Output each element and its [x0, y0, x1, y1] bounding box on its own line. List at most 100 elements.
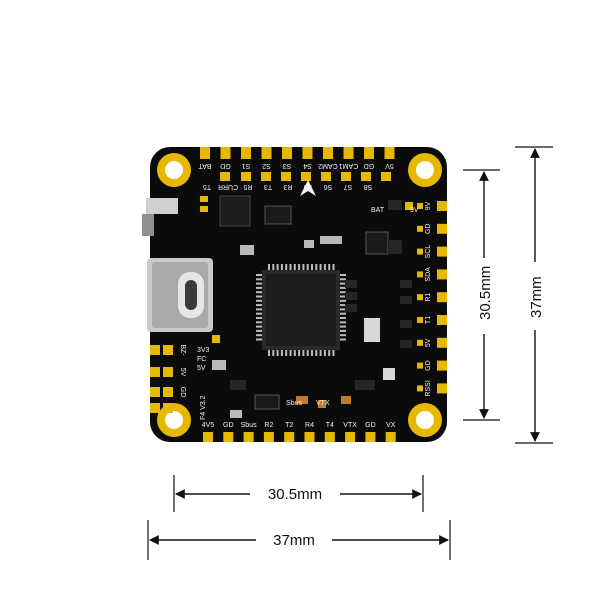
solder-pad	[417, 271, 423, 278]
bottom-pad-label: GD	[365, 422, 376, 429]
solder-pad	[200, 147, 210, 159]
top-pad-label: CAM2	[318, 162, 338, 169]
right-pad-label: SCL	[425, 245, 432, 259]
mounting-hole-top-right	[408, 153, 442, 187]
vertical-total-dimension: 37mm	[528, 276, 545, 318]
mounting-hole-top-left	[157, 153, 191, 187]
solder-pad	[437, 269, 447, 280]
solder-pad	[417, 248, 423, 255]
solder-pad	[437, 246, 447, 257]
second-pad-label: T5	[203, 183, 211, 190]
bottom-pad-label: VTX	[343, 422, 357, 429]
solder-pad	[437, 292, 447, 303]
solder-pad	[220, 147, 231, 159]
second-pad-label: R3	[283, 183, 292, 190]
left-small-label: 3V3	[197, 347, 210, 354]
left-pad-label: GD	[179, 387, 186, 398]
solder-pad	[150, 345, 160, 355]
solder-pad	[417, 203, 423, 209]
solder-pad	[263, 432, 274, 442]
solder-pad	[241, 172, 251, 181]
vtx-label: VTX	[316, 400, 330, 407]
solder-pad	[324, 432, 335, 442]
bat-9v-label: 9V	[410, 207, 419, 214]
top-pad-label: 5V	[385, 162, 394, 169]
solder-pad	[417, 339, 423, 346]
solder-pad	[261, 147, 272, 159]
sbus-label: Sbus	[286, 400, 302, 407]
solder-pad	[417, 225, 423, 232]
top-pad-label: BAT	[198, 162, 212, 169]
top-pad-label: S3	[283, 162, 292, 169]
side-button	[142, 214, 154, 236]
solder-pad	[437, 201, 447, 211]
left-small-label: 5V	[197, 365, 206, 372]
solder-pad	[385, 432, 396, 442]
left-pad-column: BZ- 5V GD	[150, 344, 186, 413]
solder-pad	[417, 385, 423, 392]
solder-pad	[150, 403, 160, 413]
bat-label: BAT	[371, 207, 385, 214]
solder-pad	[281, 172, 291, 181]
bottom-pad-label: 4V5	[202, 422, 215, 429]
solder-pad	[437, 223, 447, 234]
second-pad-label: R5	[243, 183, 252, 190]
bottom-pad-label: Sbus	[241, 422, 257, 429]
top-pad-label: S1	[242, 162, 251, 169]
solder-pad	[343, 147, 354, 159]
right-pad-label: GD	[425, 224, 432, 235]
solder-pad	[384, 147, 395, 159]
bottom-pad-label: T2	[285, 422, 293, 429]
right-pad-label: T1	[425, 316, 432, 324]
solder-pad	[282, 147, 292, 159]
right-pad-label: R1	[425, 293, 432, 302]
solder-pad	[163, 403, 173, 413]
second-pad-label: S8	[364, 183, 373, 190]
bottom-pad-label: GD	[223, 422, 234, 429]
solder-pad	[437, 360, 447, 371]
second-pad-label: S6	[324, 183, 333, 190]
second-pad-label: S7	[344, 183, 353, 190]
solder-pad	[417, 294, 423, 301]
solder-pad	[261, 172, 271, 181]
right-pad-label: RSSI	[425, 380, 432, 396]
top-pad-label: CAM1	[339, 162, 359, 169]
boot-switch	[146, 198, 178, 214]
right-pad-label: SDA	[425, 267, 432, 282]
mcu-chip	[256, 264, 346, 356]
mounting-hole-bottom-left	[157, 403, 191, 437]
solder-pad	[301, 172, 311, 181]
solder-pad	[284, 432, 295, 442]
bottom-pad-label: T4	[326, 422, 334, 429]
solder-pad	[365, 432, 376, 442]
top-pad-label: S2	[262, 162, 271, 169]
bottom-pad-label: R4	[305, 422, 314, 429]
left-small-label: FC	[197, 356, 206, 363]
second-pad-label: CURR	[218, 183, 238, 190]
solder-pad	[437, 383, 447, 394]
solder-pad	[243, 432, 254, 442]
top-pad-label: S4	[303, 162, 312, 169]
solder-pad	[437, 315, 447, 325]
arrow-logo-icon	[300, 180, 316, 196]
solder-pad	[417, 362, 423, 369]
solder-pad	[163, 387, 173, 397]
top-pad-label: GD	[364, 162, 375, 169]
model-label: F4 V3.2	[200, 395, 207, 420]
solder-pad	[341, 172, 351, 181]
solder-pad	[163, 367, 173, 377]
right-pad-label: 9V	[425, 201, 432, 210]
mounting-hole-bottom-right	[408, 403, 442, 437]
solder-pad	[150, 387, 160, 397]
solder-pad	[417, 317, 423, 323]
right-pad-label: 5V	[425, 338, 432, 347]
left-pad-label: 5V	[179, 368, 186, 377]
left-pad-label: BZ-	[179, 344, 186, 356]
solder-pad	[220, 172, 230, 181]
right-pad-label: GD	[425, 360, 432, 371]
second-pad-label: T3	[264, 183, 272, 190]
